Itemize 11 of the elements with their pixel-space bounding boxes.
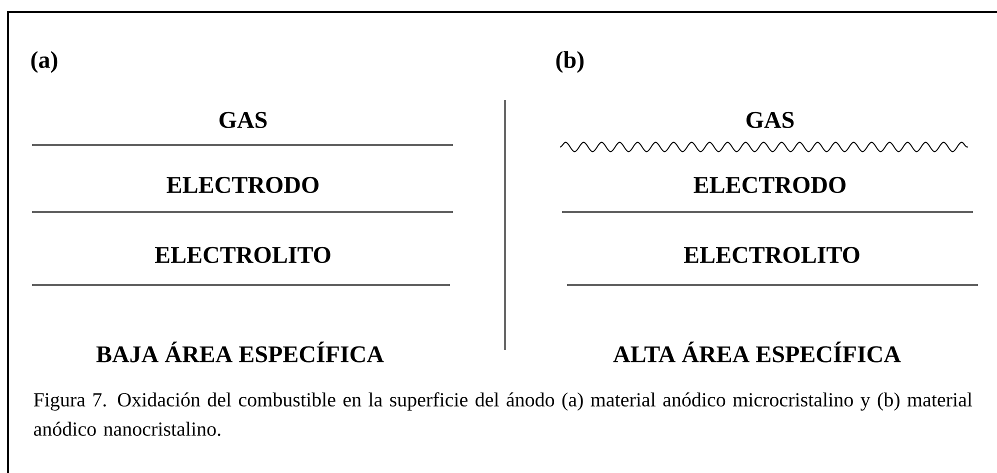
panel-letter: (a) — [31, 51, 58, 73]
panel-title: BAJA ÁREA ESPECÍFICA — [96, 342, 384, 362]
layer-label: ELECTROLITO — [154, 246, 330, 264]
layer-label: ELECTRODO — [694, 176, 846, 194]
figure-caption: Figura 7. Oxidación del combustible en la superficie del ánodo (a) material anódico microcristalino y (b) material anódico nanocristalino. — [34, 392, 972, 436]
panel-letter: (b) — [556, 51, 584, 73]
panel-title: ALTA ÁREA ESPECÍFICA — [613, 342, 901, 362]
layer-label: ELECTROLITO — [684, 246, 860, 264]
layer-label: GAS — [220, 112, 267, 128]
layer-label: GAS — [746, 112, 794, 128]
layer-label: ELECTRODO — [166, 176, 318, 194]
